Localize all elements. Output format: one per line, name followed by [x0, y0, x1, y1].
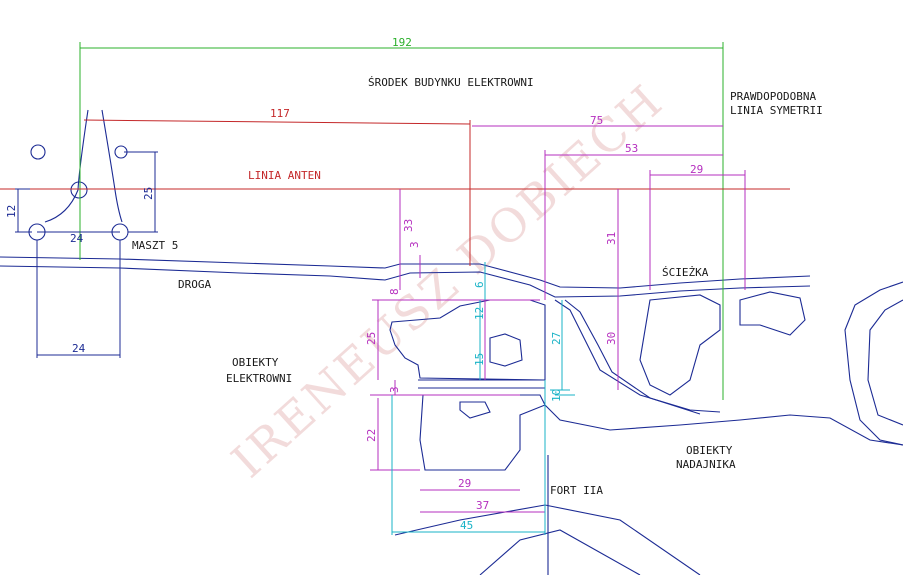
- label-transmitter-2: NADAJNIKA: [676, 458, 736, 471]
- path-channel-1: [554, 299, 721, 413]
- transmitter-outer: [544, 404, 903, 446]
- label-plant-1: OBIEKTY: [232, 356, 279, 369]
- dim-192: 192: [392, 36, 412, 49]
- mast-circle-tl: [30, 144, 46, 160]
- label-road: DROGA: [178, 278, 211, 291]
- dim-24-mast: 24: [70, 232, 84, 245]
- label-symmetry-1: PRAWDOPODOBNA: [730, 90, 816, 103]
- dim-3-top: 3: [408, 241, 421, 248]
- label-symmetry-2: LINIA SYMETRII: [730, 104, 823, 117]
- dim-117: 117: [270, 107, 290, 120]
- road-upper-edge: [0, 256, 811, 289]
- road-lower-edge: [0, 265, 811, 298]
- dim-29-top: 29: [690, 163, 703, 176]
- dim-24-base: 24: [72, 342, 86, 355]
- label-transmitter-1: OBIEKTY: [686, 444, 733, 457]
- dim-45: 45: [460, 519, 473, 532]
- dim-31: 31: [605, 232, 618, 245]
- plant-building-detail: [459, 401, 491, 419]
- green-dimensions: [79, 42, 724, 400]
- label-fort: FORT IIA: [550, 484, 603, 497]
- transmitter-building-a: [639, 294, 721, 396]
- dim-12-mid: 12: [473, 307, 486, 320]
- dim-25-mast: 25: [142, 187, 155, 200]
- dim-8: 8: [388, 288, 401, 295]
- site-outlines: [0, 109, 903, 575]
- label-path: ŚCIEŻKA: [662, 266, 709, 279]
- dim-29-bottom: 29: [458, 477, 471, 490]
- red-dimensions: [0, 119, 790, 266]
- dim-15: 15: [473, 353, 486, 366]
- mast-circle-center: [70, 181, 88, 199]
- label-antenna-line: LINIA ANTEN: [248, 169, 321, 182]
- transmitter-building-b: [739, 291, 806, 336]
- mast-funnel-left: [44, 109, 89, 223]
- cyan-dimensions: [391, 262, 575, 535]
- path-channel-2: [564, 299, 701, 415]
- dim-27: 27: [550, 332, 563, 345]
- label-center: ŚRODEK BUDYNKU ELEKTROWNI: [368, 76, 534, 89]
- label-mast: MASZT 5: [132, 239, 178, 252]
- right-structure-outer: [844, 281, 903, 446]
- dim-33: 33: [402, 219, 415, 232]
- dim-75: 75: [590, 114, 603, 127]
- dim-3-mid: 3: [388, 386, 401, 393]
- dim-30: 30: [605, 332, 618, 345]
- dim-37: 37: [476, 499, 489, 512]
- dim-25-left: 25: [365, 332, 378, 345]
- right-structure-inner: [867, 299, 903, 426]
- fort-edge-2: [479, 529, 641, 575]
- blue-dimensions: [15, 151, 158, 358]
- magenta-dimensions: [370, 125, 746, 513]
- dim-22: 22: [365, 429, 378, 442]
- dim-53: 53: [625, 142, 638, 155]
- mast-funnel-right: [101, 109, 123, 223]
- dim-12: 12: [5, 205, 18, 218]
- label-plant-2: ELEKTROWNI: [226, 372, 292, 385]
- plant-building-lower: [419, 394, 546, 471]
- watermark: IRENEUSZ DOBIECH: [221, 73, 674, 488]
- plant-building-inner: [489, 333, 523, 367]
- dim-10: 10: [550, 389, 563, 402]
- plant-wall: [418, 379, 545, 389]
- dim-6: 6: [473, 281, 486, 288]
